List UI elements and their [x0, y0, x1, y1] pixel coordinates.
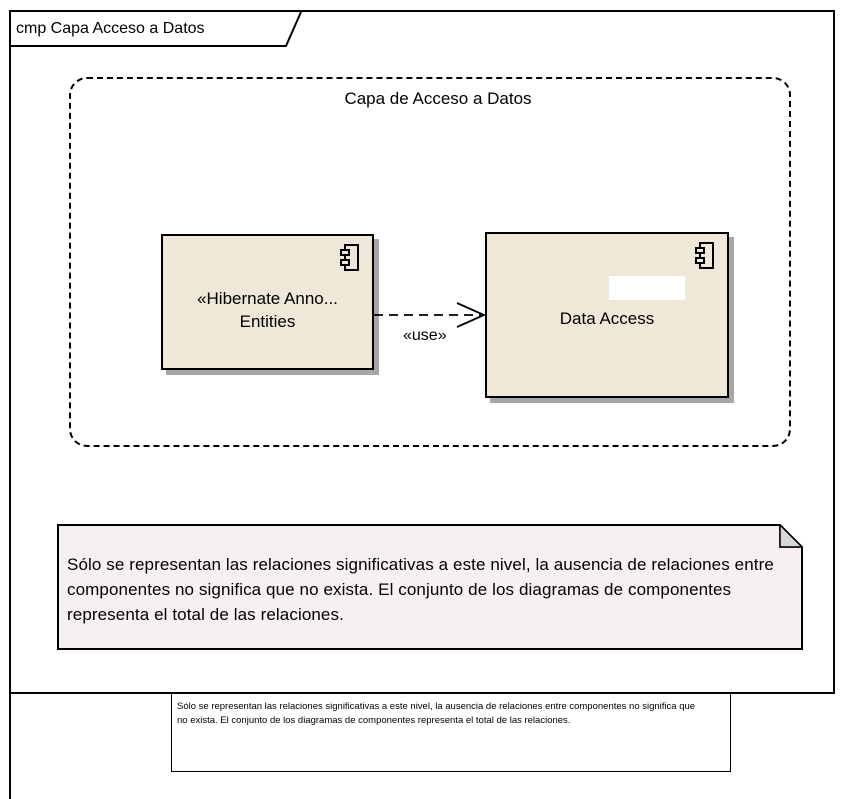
component-name: Data Access	[559, 309, 655, 328]
note-text: Sólo se representan las relaciones signi…	[67, 555, 774, 624]
package-capa-acceso-datos[interactable]: Capa de Acceso a Datos	[69, 77, 791, 447]
component-icon	[340, 244, 359, 271]
component-icon	[695, 242, 714, 269]
small-note-box[interactable]: Sólo se representan las relaciones signi…	[171, 694, 731, 772]
diagram-frame: cmp Capa Acceso a Datos Capa de Acceso a…	[9, 10, 835, 694]
frame-title-tab: cmp Capa Acceso a Datos	[11, 12, 303, 48]
component-stereotype: «Hibernate Anno...	[197, 289, 338, 308]
frame-tab-outline	[11, 12, 302, 47]
component-entities[interactable]: «Hibernate Anno... Entities	[161, 234, 374, 370]
note-outline	[57, 524, 803, 650]
note-box[interactable]: Sólo se representan las relaciones signi…	[57, 524, 803, 650]
component-data-access[interactable]: Data Access	[485, 232, 729, 398]
frame-title: cmp Capa Acceso a Datos	[16, 20, 205, 37]
dependency-label: «use»	[403, 327, 447, 344]
component-name: Entities	[239, 312, 296, 331]
package-label: Capa de Acceso a Datos	[344, 89, 532, 108]
dependency-arrow[interactable]	[11, 12, 837, 696]
redacted-area	[609, 276, 685, 300]
small-note-text: Sólo se representan las relaciones signi…	[177, 701, 696, 726]
left-border-line	[9, 694, 11, 799]
